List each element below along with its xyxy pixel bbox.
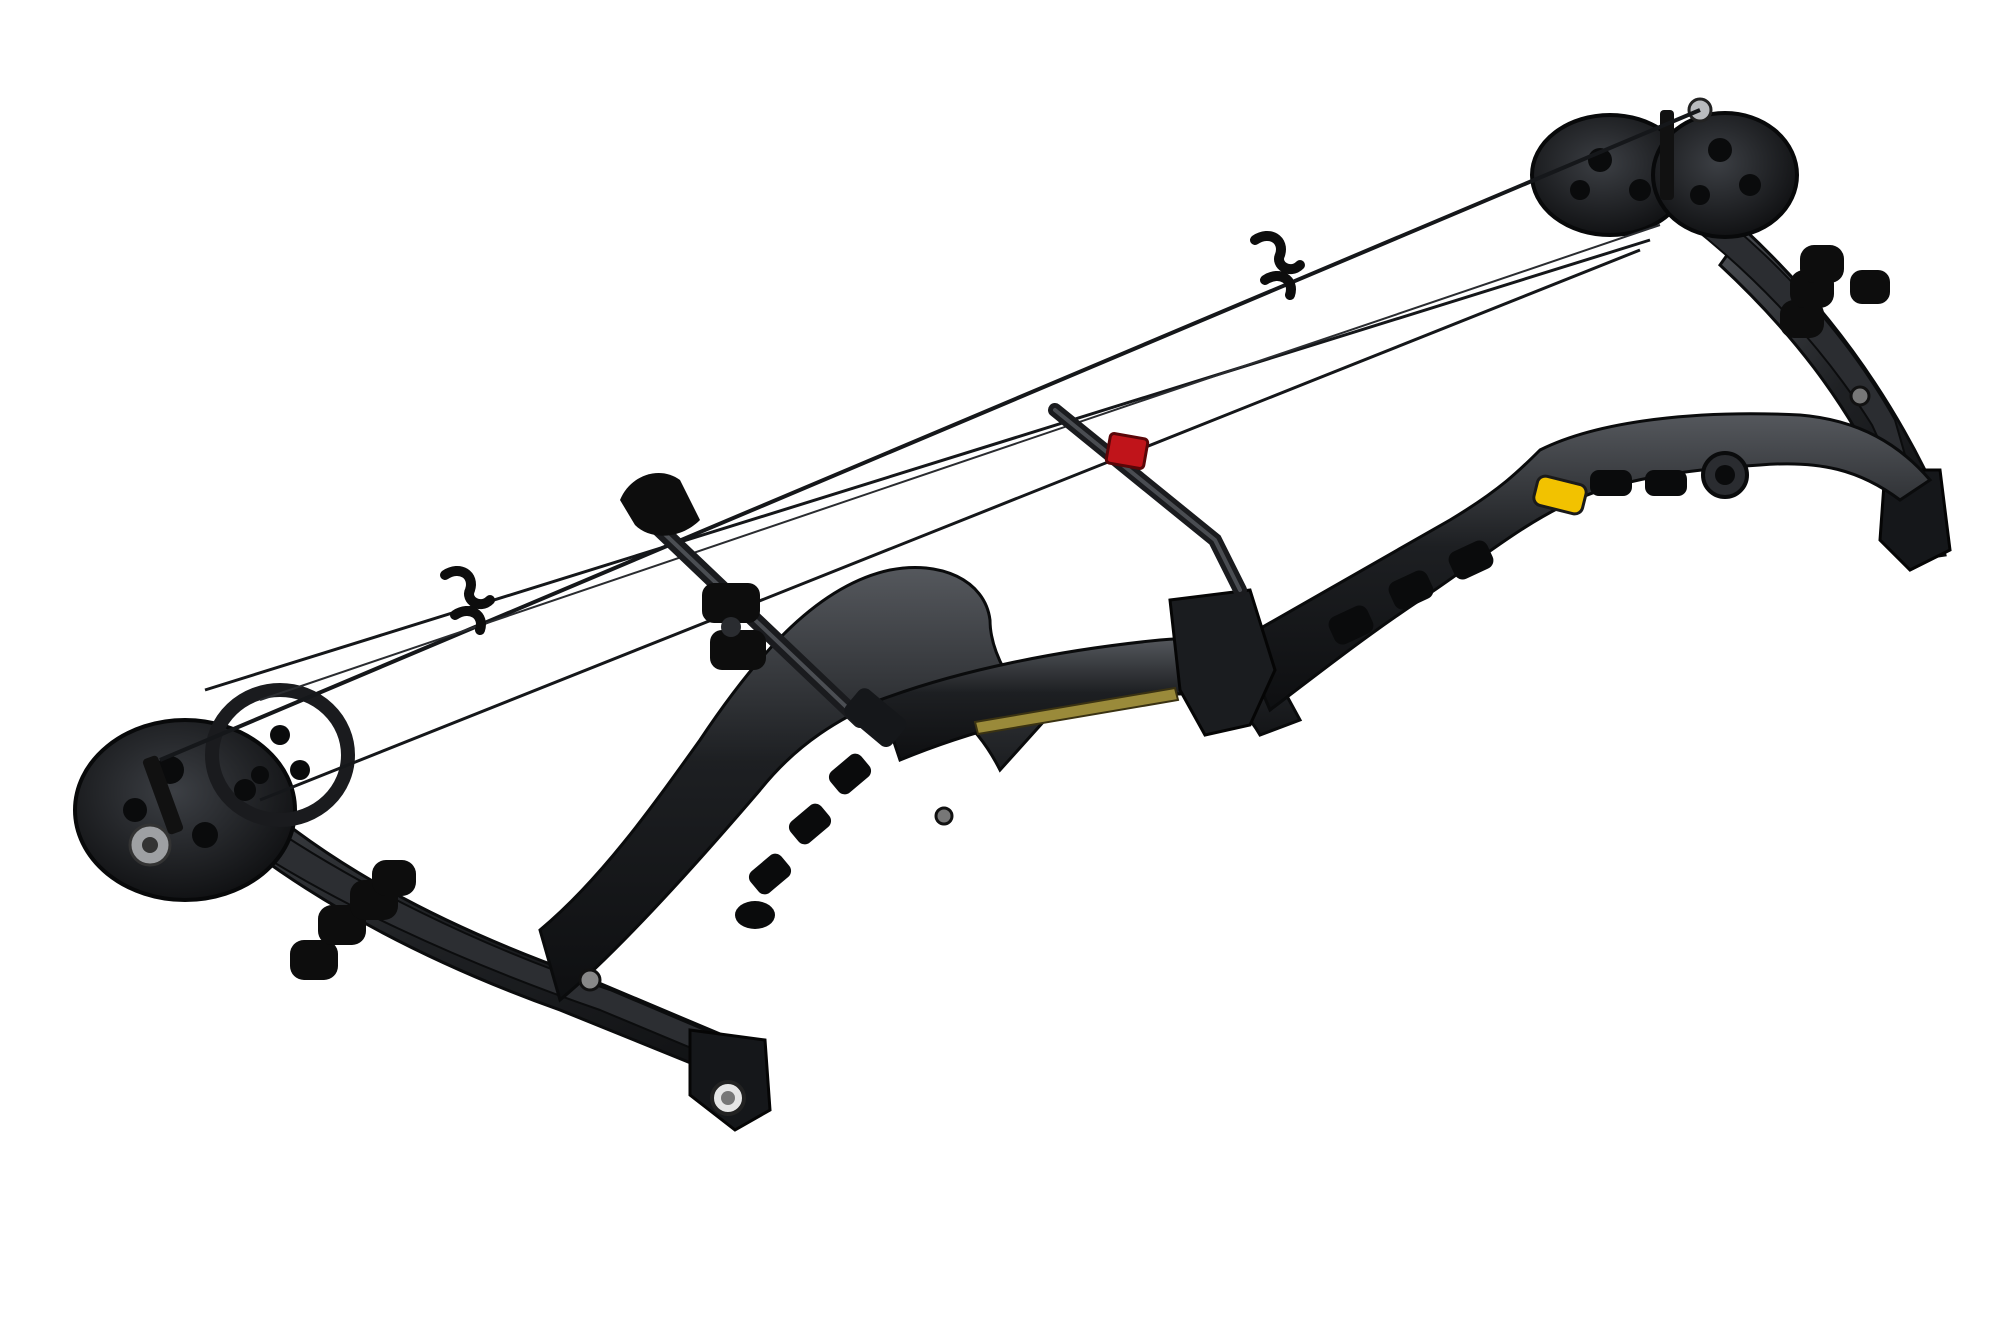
riser <box>538 385 1933 1003</box>
riser-cutout <box>828 753 872 795</box>
limb-dampener <box>290 860 416 980</box>
string-silencer <box>440 566 495 635</box>
bolt-icon <box>934 806 954 826</box>
riser-cutout <box>735 901 775 929</box>
riser-cutout <box>1448 540 1494 580</box>
upper-cam <box>1530 97 1799 239</box>
riser-cutout <box>1328 605 1374 645</box>
bowstring <box>159 108 1701 762</box>
riser-cutout <box>788 803 832 845</box>
riser-cutout <box>748 853 792 895</box>
bolt-icon <box>578 968 602 992</box>
logo-badge <box>1532 474 1588 516</box>
riser-cutout <box>1645 470 1687 496</box>
cable-slide <box>1104 432 1150 470</box>
bolt-icon <box>1849 385 1871 407</box>
riser-cutout <box>1590 470 1632 496</box>
limb-dampener <box>1780 245 1890 338</box>
cable-guard-rod <box>1048 403 1247 597</box>
arrow-rest <box>702 583 766 670</box>
cables <box>204 224 1661 802</box>
grip-strip <box>973 686 1180 736</box>
riser-cutout <box>1388 570 1434 610</box>
lower-cam <box>73 683 355 902</box>
lower-limb <box>147 743 772 1132</box>
string-silencer <box>1250 231 1305 300</box>
